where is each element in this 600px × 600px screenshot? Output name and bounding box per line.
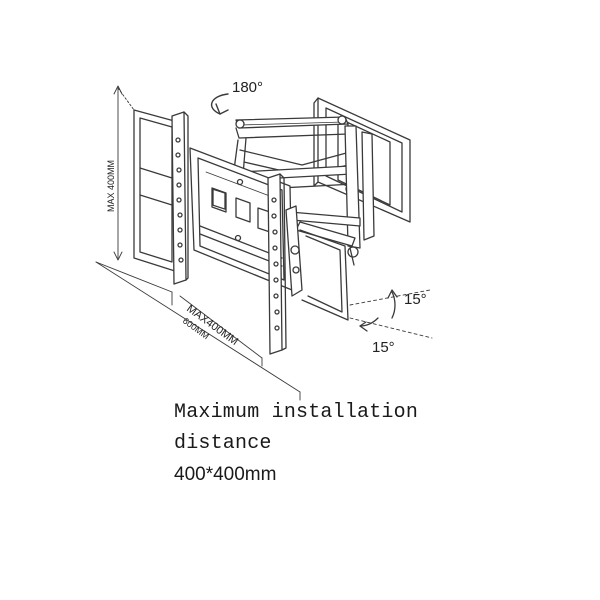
caption-line-3: 400*400mm <box>174 464 277 485</box>
height-dimension-label: MAX 400MM <box>106 160 116 212</box>
tv-outline-back <box>133 109 179 273</box>
caption-line-2: distance <box>174 432 272 455</box>
tilt-bracket <box>285 205 349 321</box>
rotation-arrow-icon <box>210 93 229 115</box>
mounting-plate <box>189 147 293 291</box>
tilt-up-label: 15° <box>404 291 427 308</box>
height-dimension <box>113 85 135 261</box>
right-vertical-rail <box>267 173 287 355</box>
rotation-label: 180° <box>232 79 263 96</box>
caption-line-1: Maximum installation <box>174 401 419 424</box>
left-vertical-rail <box>171 111 189 285</box>
tilt-down-label: 15° <box>372 339 395 356</box>
width-dimension <box>95 261 301 401</box>
tilt-arrow-icon <box>349 289 433 339</box>
